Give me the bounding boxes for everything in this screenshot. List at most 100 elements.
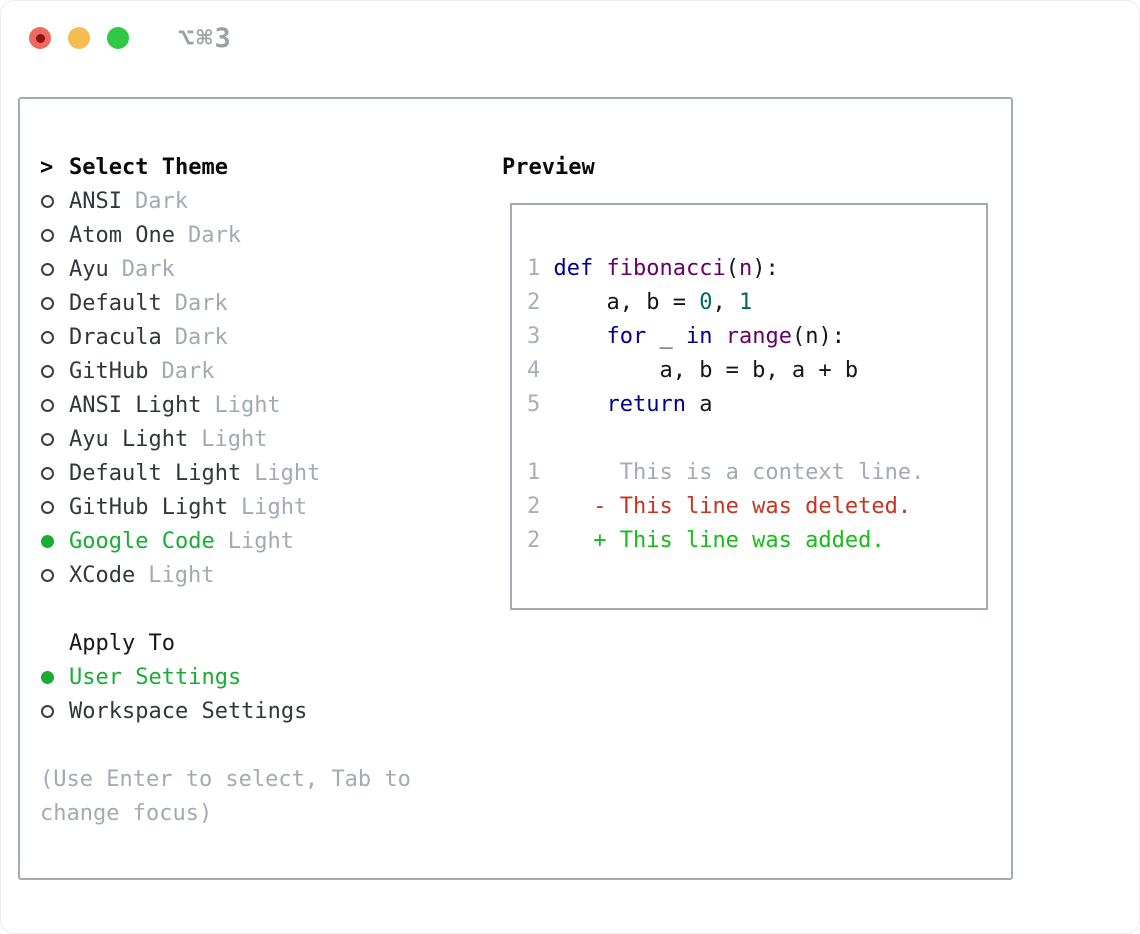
radio-marker — [40, 330, 69, 344]
radio-icon — [41, 262, 54, 276]
code-token: a — [685, 392, 713, 417]
radio-icon — [41, 500, 54, 514]
line-number: 5 — [527, 392, 554, 417]
theme-variant: Dark — [121, 256, 175, 282]
code-token: range — [725, 324, 792, 349]
zoom-button[interactable] — [107, 27, 129, 49]
radio-marker — [40, 534, 69, 548]
minimize-button[interactable] — [68, 27, 90, 49]
code-token — [554, 324, 607, 349]
spacer — [40, 728, 490, 762]
radio-icon — [41, 432, 54, 446]
code-token: a, b = b, a + b — [553, 358, 859, 383]
code-token: a, b = — [553, 290, 700, 315]
theme-name: Default Light — [69, 460, 242, 486]
radio-icon — [41, 534, 54, 548]
help-text: (Use Enter to select, Tab to change focu… — [40, 762, 490, 830]
theme-name: Ayu Light — [69, 426, 189, 452]
window-shortcut-label: ⌥⌘3 — [178, 22, 233, 54]
radio-icon — [41, 398, 54, 412]
apply-to-header: Apply To — [40, 626, 490, 660]
select-theme-title: Select Theme — [69, 154, 228, 180]
theme-option[interactable]: GitHub Light Light — [40, 490, 490, 524]
theme-name: GitHub Light — [69, 494, 228, 520]
code-token: for — [606, 324, 647, 349]
theme-name: ANSI — [69, 188, 122, 214]
theme-name: Default — [69, 290, 162, 316]
code-token: n — [738, 256, 753, 281]
apply-to-title: Apply To — [69, 630, 175, 656]
radio-marker — [40, 670, 69, 684]
radio-marker — [40, 262, 69, 276]
code-line: 5 return a — [527, 388, 986, 422]
code-token: def — [553, 256, 594, 281]
code-token: return — [606, 392, 686, 417]
code-token: (n): — [791, 324, 845, 349]
theme-variant: Light — [201, 426, 268, 452]
line-number: 3 — [527, 324, 554, 349]
apply-to-list: User Settings Workspace Settings — [40, 660, 490, 728]
line-number: 1 — [527, 256, 554, 281]
radio-icon — [41, 704, 54, 718]
radio-marker — [40, 296, 69, 310]
titlebar: ⌥⌘3 — [29, 23, 233, 54]
theme-option[interactable]: Ayu Light Light — [40, 422, 490, 456]
radio-marker — [40, 704, 69, 718]
theme-name: Ayu — [69, 256, 109, 282]
theme-option[interactable]: ANSI Light Light — [40, 388, 490, 422]
close-button[interactable] — [29, 27, 51, 49]
code-token: ): — [752, 256, 779, 281]
select-theme-header: > Select Theme — [40, 150, 490, 184]
radio-marker — [40, 194, 69, 208]
diff-text: This is a context line. — [593, 460, 925, 485]
code-token: fibonacci — [606, 256, 726, 281]
help-line-2: change focus) — [40, 800, 213, 826]
theme-variant: Light — [240, 494, 308, 520]
radio-icon — [41, 670, 54, 684]
radio-marker — [40, 364, 69, 378]
radio-marker — [40, 466, 69, 480]
radio-marker — [40, 398, 69, 412]
theme-option[interactable]: Ayu Dark — [40, 252, 490, 286]
code-token: ( — [725, 256, 739, 281]
line-number: 2 — [527, 290, 554, 315]
code-token: _ — [646, 324, 686, 349]
radio-icon — [41, 568, 54, 582]
theme-variant: Light — [214, 392, 281, 418]
theme-variant: Dark — [187, 222, 241, 248]
code-token — [712, 324, 725, 349]
theme-name: Atom One — [69, 222, 175, 248]
theme-name: GitHub — [69, 358, 149, 384]
radio-marker — [40, 432, 69, 446]
code-line: 1 def fibonacci(n): — [527, 252, 986, 286]
theme-name: ANSI Light — [69, 392, 202, 418]
apply-option[interactable]: User Settings — [40, 660, 490, 694]
theme-option[interactable]: Atom One Dark — [40, 218, 490, 252]
apply-option[interactable]: Workspace Settings — [40, 694, 490, 728]
code-token: in — [685, 324, 713, 349]
focus-prompt-icon: > — [40, 154, 54, 180]
theme-variant: Light — [148, 562, 215, 588]
diff-line-context: 1 This is a context line. — [527, 456, 986, 490]
code-line: 4 a, b = b, a + b — [527, 354, 986, 388]
code-token: 1 — [738, 290, 753, 315]
line-number: 4 — [527, 358, 554, 383]
diff-text: - This line was deleted. — [593, 494, 912, 519]
code-line: 3 for _ in range(n): — [527, 320, 986, 354]
line-number: 2 — [527, 494, 594, 519]
line-number: 2 — [527, 528, 594, 553]
code-token — [554, 392, 607, 417]
apply-option-name: User Settings — [69, 664, 242, 690]
